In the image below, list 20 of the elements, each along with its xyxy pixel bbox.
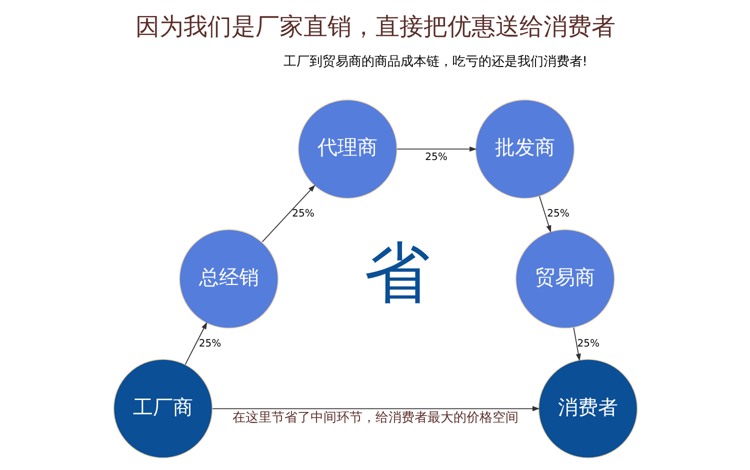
arrow bbox=[572, 327, 580, 362]
node-circle: 工厂商 bbox=[112, 358, 212, 458]
arrow bbox=[396, 146, 476, 152]
edge-label: 25% bbox=[198, 338, 221, 350]
arrow bbox=[212, 406, 540, 412]
edge-label: 25% bbox=[546, 208, 569, 220]
node-circle: 消费者 bbox=[538, 358, 638, 458]
node-circle: 代理商 bbox=[297, 99, 397, 199]
edge-label: 在这里节省了中间环节，给消费者最大的价格空间 bbox=[232, 410, 518, 426]
edge-label: 25% bbox=[424, 152, 447, 163]
edge-label: 25% bbox=[576, 338, 600, 350]
edge-label: 25% bbox=[292, 208, 314, 220]
arrow bbox=[538, 196, 551, 233]
node-circle: 贸易商 bbox=[514, 229, 614, 329]
arrow bbox=[261, 184, 315, 242]
arrow bbox=[184, 322, 207, 365]
label: 工厂到贸易商的商品成本链，吃亏的还是我们消费者! bbox=[282, 54, 587, 70]
node-circle: 批发商 bbox=[474, 99, 574, 199]
label: 省 bbox=[363, 234, 430, 312]
diagram-title: 因为我们是厂家直销，直接把优惠送给消费者 bbox=[135, 12, 615, 41]
